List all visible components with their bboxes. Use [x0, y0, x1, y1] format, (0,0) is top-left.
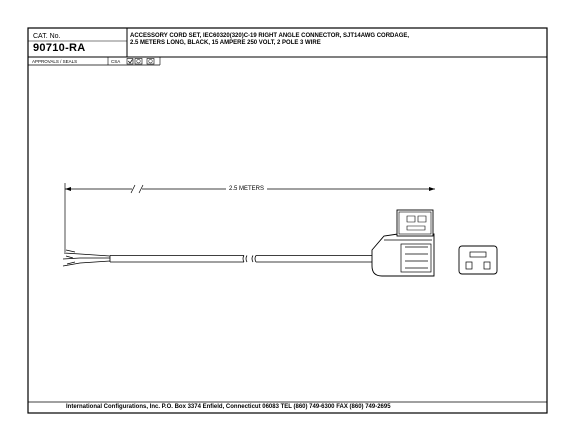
c19-connector-face — [458, 245, 498, 275]
ul-logo-box — [134, 58, 143, 65]
approvals-label: APPROVALS / SEALS — [32, 59, 78, 64]
csa-label: CSA — [111, 59, 121, 64]
right-angle-connector — [371, 209, 435, 277]
dimension-break-mark — [130, 184, 144, 194]
ce-logo-box — [146, 58, 155, 65]
cat-number-label: CAT. No. — [33, 33, 61, 40]
footer-contact: International Configurations, Inc. P.O. … — [66, 404, 391, 410]
connector-grip-ribs — [384, 239, 432, 273]
ce-logo-mark — [148, 59, 153, 64]
cord-left-section — [109, 255, 248, 263]
dimension-label: 2.5 METERS — [226, 186, 268, 192]
csa-checkbox — [126, 58, 134, 65]
ul-logo-mark — [136, 59, 141, 64]
csa-check-mark — [128, 59, 133, 64]
sheet-border — [27, 27, 548, 414]
description-line-2: 2.5 METERS LONG, BLACK, 15 AMPERE 250 VO… — [130, 40, 321, 46]
description-line-1: ACCESSORY CORD SET, IEC60320(320)C-19 RI… — [130, 33, 410, 39]
cat-number: 90710-RA — [33, 42, 86, 54]
dimension-arrow-left — [65, 187, 71, 191]
cord-right-section — [251, 255, 372, 263]
dimension-arrow-right — [429, 187, 435, 191]
stripped-wire-ends — [62, 249, 111, 267]
